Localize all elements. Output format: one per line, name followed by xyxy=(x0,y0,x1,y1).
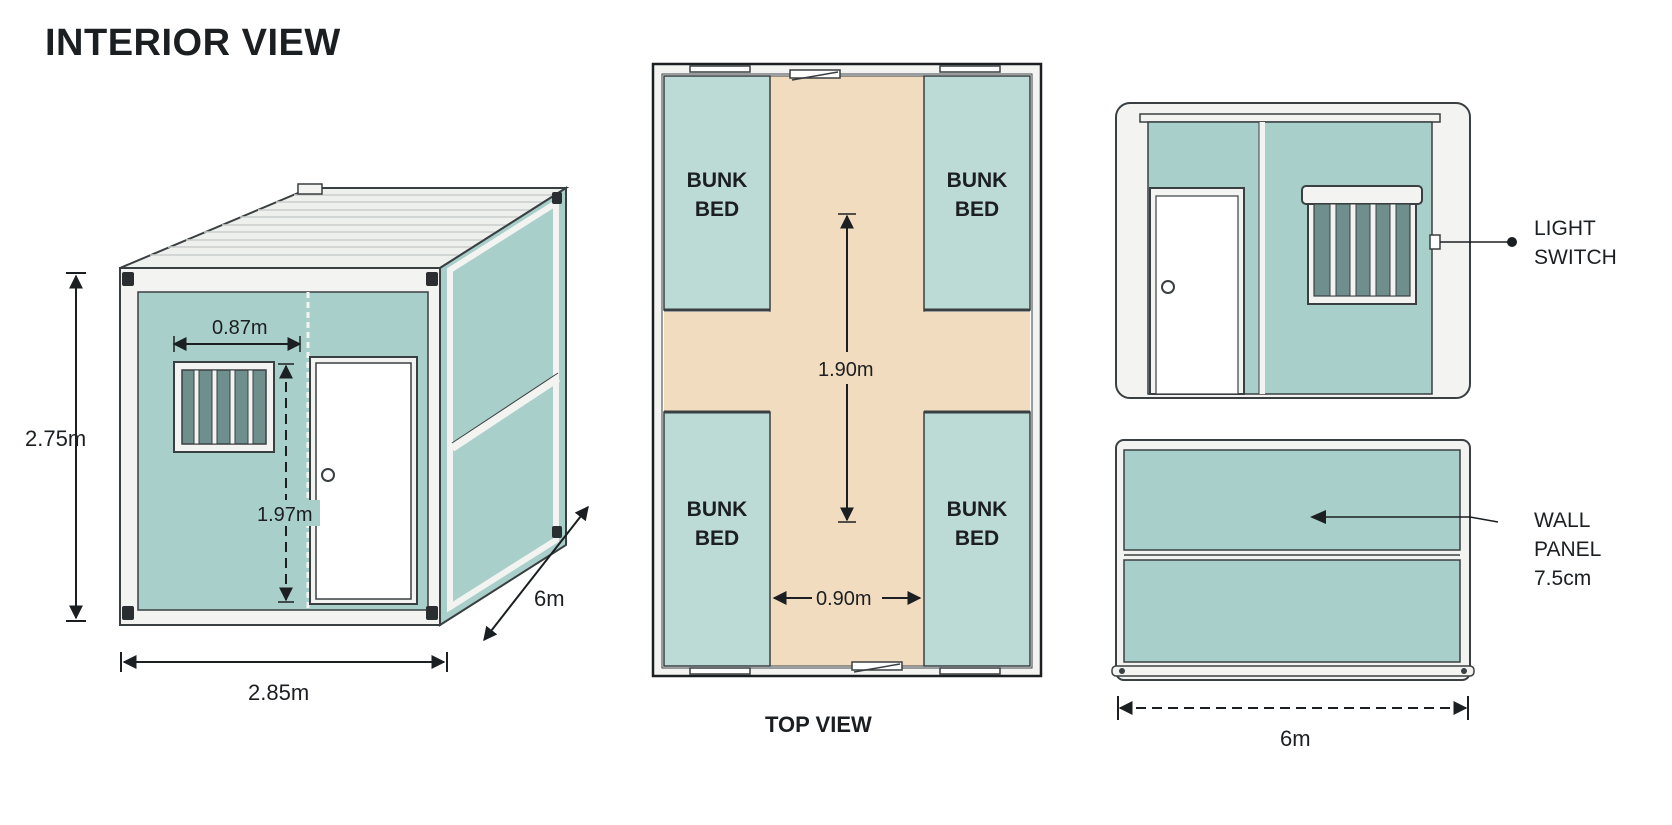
wall-panel-label-line3: 7.5cm xyxy=(1534,567,1591,590)
light-switch-label-line2: SWITCH xyxy=(1534,246,1617,269)
isometric-container: 2.75m 2.85m 6m 0.87m 1.97m xyxy=(25,183,589,705)
bunk-bed-top-right: BUNK BED xyxy=(923,75,1031,312)
wall-panel-label-line1: WALL xyxy=(1534,509,1590,532)
elevation-window xyxy=(1301,185,1423,305)
bed-label-line2: BED xyxy=(955,527,999,550)
wall-panel-length-label: 6m xyxy=(1280,726,1311,751)
bed-label-line1: BUNK xyxy=(687,498,748,521)
bed-label-line2: BED xyxy=(695,527,739,550)
bed-label-line1: BUNK xyxy=(687,169,748,192)
bunk-bed-top-left: BUNK BED xyxy=(663,75,771,312)
height-label: 2.75m xyxy=(25,426,86,451)
light-switch xyxy=(1429,234,1441,250)
top-view-caption: TOP VIEW xyxy=(765,712,872,737)
front-door xyxy=(309,356,418,605)
bed-label-line2: BED xyxy=(955,198,999,221)
front-window xyxy=(173,361,275,453)
door-height-label: 1.97m xyxy=(257,504,313,526)
bunk-bed-bottom-right: BUNK BED xyxy=(923,410,1031,667)
width-label: 2.85m xyxy=(248,680,309,705)
bed-label-line1: BUNK xyxy=(947,498,1008,521)
interior-elevation: LIGHT SWITCH xyxy=(1115,102,1617,399)
bed-label-line1: BUNK xyxy=(947,169,1008,192)
bunk-bed-bottom-left: BUNK BED xyxy=(663,410,771,667)
wall-panel-label-line2: PANEL xyxy=(1534,538,1601,561)
top-view-plan: BUNK BED BUNK BED BUNK BED BUNK BED xyxy=(651,62,1043,678)
wall-panel-section: WALL PANEL 7.5cm 6m xyxy=(1111,439,1601,751)
window-width-label: 0.87m xyxy=(212,317,268,339)
depth-label: 6m xyxy=(534,586,565,611)
length-label: 1.90m xyxy=(818,359,874,381)
depth-dimension-line xyxy=(483,505,589,642)
plan-doors xyxy=(689,65,1001,675)
wall-panel-pointer xyxy=(1316,516,1499,523)
page-title: INTERIOR VIEW xyxy=(45,22,341,64)
roof-ribs xyxy=(150,194,558,256)
light-switch-label-line1: LIGHT xyxy=(1534,217,1596,240)
aisle-width-label: 0.90m xyxy=(816,588,872,610)
bed-label-line2: BED xyxy=(695,198,739,221)
